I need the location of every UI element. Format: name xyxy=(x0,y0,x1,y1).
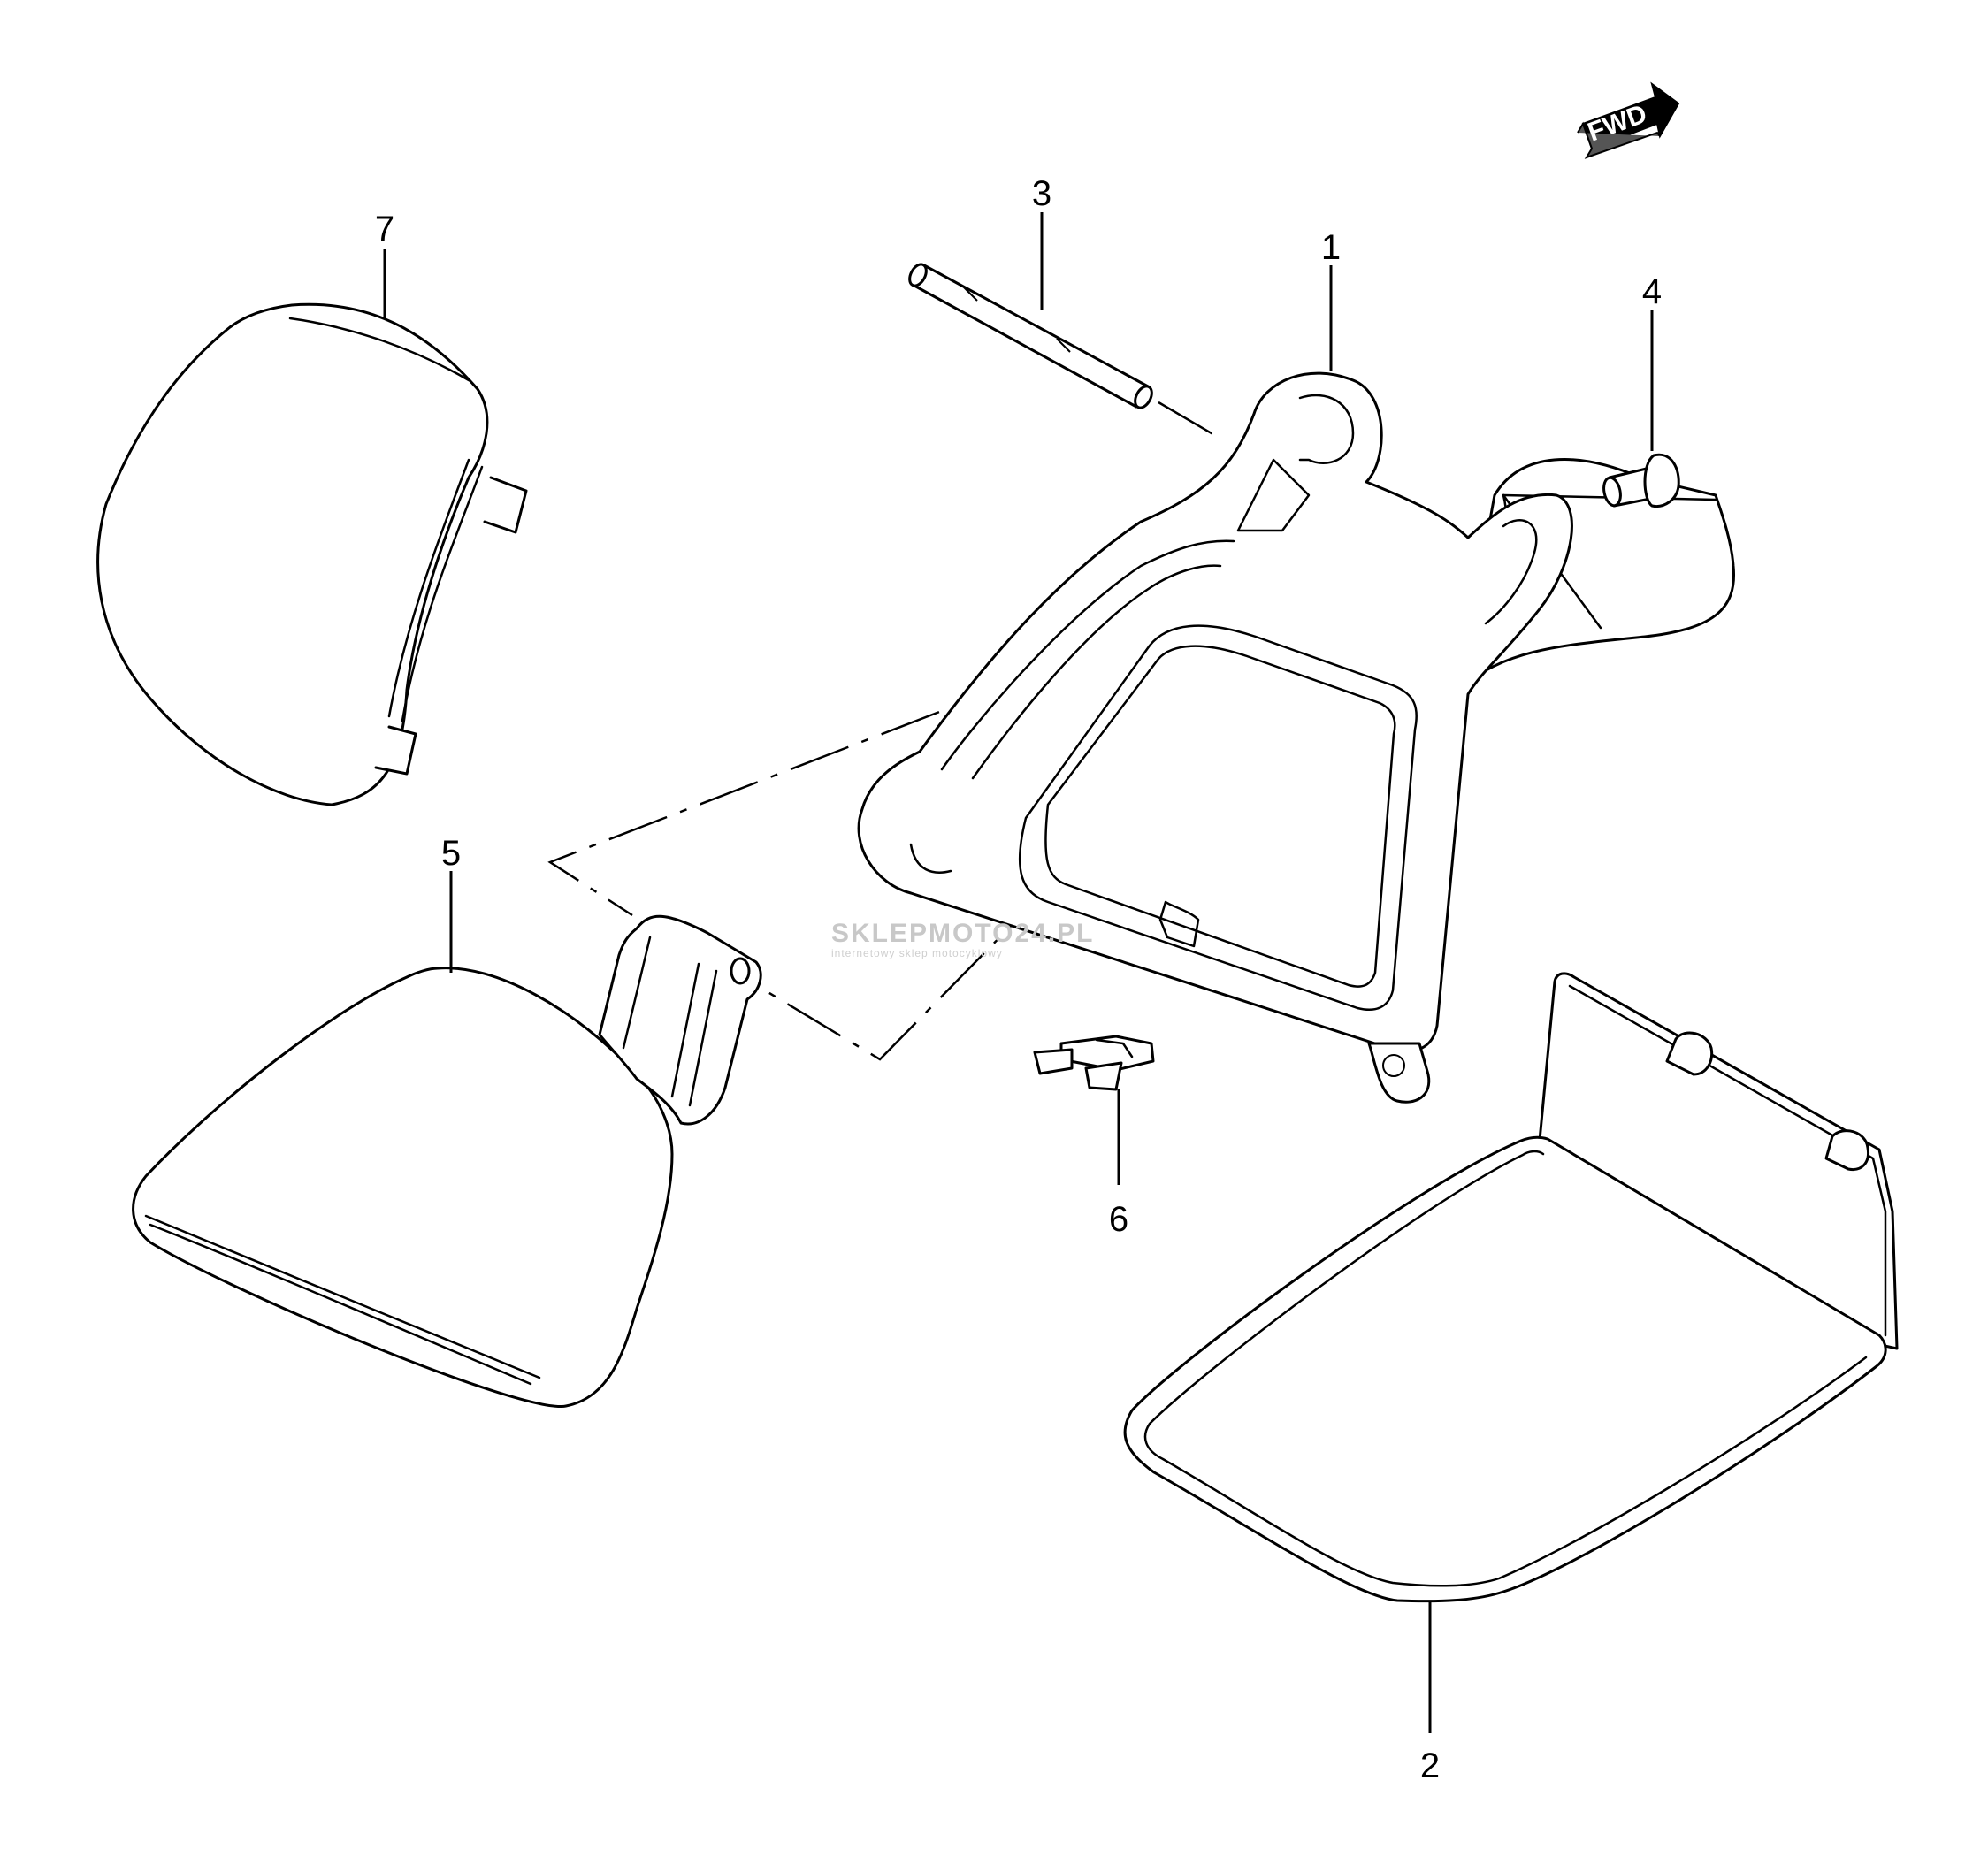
clip-icon xyxy=(1033,1035,1155,1091)
callout-5: 5 xyxy=(441,834,461,873)
forward-arrow-icon xyxy=(1577,81,1680,159)
screw-icon xyxy=(1602,453,1680,508)
callout-2: 2 xyxy=(1420,1746,1440,1785)
seat-hinge-bracket-icon xyxy=(857,371,1736,1104)
callout-7: 7 xyxy=(375,210,394,248)
fwd-badge: FWD xyxy=(1577,81,1680,159)
callout-3: 3 xyxy=(1032,174,1051,213)
callout-4: 4 xyxy=(1642,272,1662,311)
storage-tray-icon xyxy=(1123,972,1899,1603)
callout-6: 6 xyxy=(1109,1200,1128,1239)
callout-leaders xyxy=(383,212,1654,1733)
callout-1: 1 xyxy=(1321,228,1341,267)
side-cover-icon xyxy=(96,302,528,806)
hinge-pin-icon xyxy=(908,263,1153,409)
hinge-cover-icon xyxy=(132,914,762,1408)
watermark-brand: SKLEPMOTO24.PL xyxy=(831,919,1095,948)
watermark: SKLEPMOTO24.PL internetowy sklep motocyk… xyxy=(831,919,1095,959)
callout-labels: 1 2 3 4 5 6 7 xyxy=(375,174,1662,1785)
watermark-tagline: internetowy sklep motocyklowy xyxy=(831,947,1003,959)
